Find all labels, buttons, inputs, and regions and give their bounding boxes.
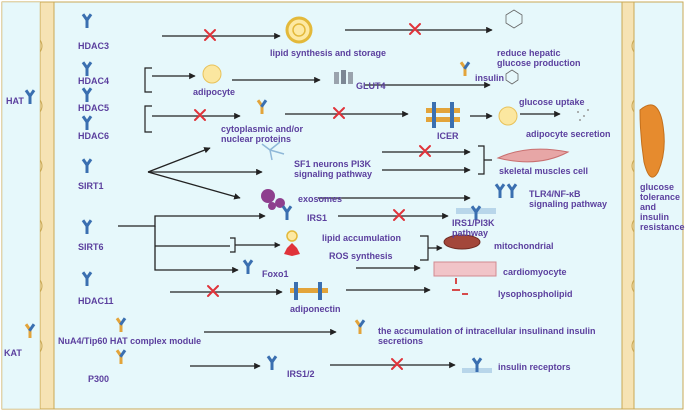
adipocyte-label: adipocyte — [193, 87, 236, 97]
glucose-uptake-label: glucose uptake — [519, 97, 585, 107]
foxo1-label: Foxo1 — [262, 269, 289, 279]
cardiomyocyte-label: cardiomyocyte — [503, 267, 567, 277]
neuron-icon — [261, 141, 285, 161]
accumulation-label: the accumulation of intracellular insuli… — [378, 326, 596, 346]
sirt6-label: SIRT6 — [78, 242, 104, 252]
lipid-accumulation-icon — [286, 230, 298, 242]
cardiomyocyte-icon — [433, 261, 497, 277]
ros-synthesis-label: ROS synthesis — [329, 251, 393, 261]
adiponectin-label: adiponectin — [290, 304, 341, 314]
adipocyte-icon — [202, 64, 222, 84]
irs1-pi3k-icon — [456, 205, 496, 220]
ros-icon — [284, 243, 300, 256]
exosomes-label: exosomes — [298, 194, 343, 204]
skeletal-label: skeletal muscles cell — [499, 166, 589, 176]
pancreas-icon — [639, 104, 665, 178]
block-marks — [194, 23, 431, 370]
adiponectin-icon — [290, 282, 328, 300]
sf1-label: SF1 neurons PI3K signaling pathway — [294, 159, 373, 179]
exosome-icon — [261, 189, 285, 210]
lysophospholipid-icon — [452, 278, 468, 295]
irs1-label: IRS1 — [307, 213, 328, 223]
irs1-pi3k-label: IRS1/PI3K pathway — [452, 218, 495, 238]
adipocyte-secretion-label: adipocyte secretion — [526, 129, 611, 139]
cytoplasmic-label: cytoplasmic and/or nuclear proteins — [221, 124, 304, 144]
icer-label: ICER — [437, 131, 459, 141]
irs12-label: IRS1/2 — [287, 369, 315, 379]
p300-label: P300 — [88, 374, 110, 384]
lipid-droplet-icon — [285, 16, 313, 44]
insulin-label: insulin — [475, 73, 504, 83]
glut4-icon — [334, 70, 353, 84]
hdac5-label: HDAC5 — [78, 103, 110, 113]
adipocyte-secretion-icon — [498, 106, 518, 126]
sirt1-label: SIRT1 — [78, 181, 104, 191]
hdac4-label: HDAC4 — [78, 76, 110, 86]
secretion-dots-icon — [577, 109, 589, 121]
insulin-receptor-membrane-icon — [462, 357, 492, 373]
glut4-label: GLUT4 — [356, 81, 386, 91]
left-outer-region — [2, 2, 40, 409]
glucose-tolerance-label: glucose tolerance and insulin resistance — [640, 182, 685, 232]
mitochondrial-icon — [443, 234, 481, 250]
tlr4-label: TLR4/NF-κB signaling pathway — [529, 189, 608, 209]
insulin-receptors-label: insulin receptors — [498, 362, 571, 372]
reduce-hepatic-label: reduce hepatic glucose production — [497, 48, 581, 68]
lipid-synthesis-label: lipid synthesis and storage — [270, 48, 387, 58]
nua4-label: NuA4/Tip60 HAT complex module — [58, 336, 202, 346]
lysophospholipid-label: lysophospholipid — [498, 289, 573, 299]
hdac11-label: HDAC11 — [78, 296, 114, 306]
hdac3-label: HDAC3 — [78, 41, 110, 51]
right-membrane — [621, 1, 635, 410]
hdac6-label: HDAC6 — [78, 131, 110, 141]
mitochondrial-label: mitochondrial — [494, 241, 554, 251]
lipid-accumulation-label: lipid accumulation — [322, 233, 402, 243]
icer-icon — [426, 102, 460, 128]
muscle-cell-icon — [496, 148, 570, 163]
hat-label: HAT — [6, 96, 24, 106]
glucose-molecule-icon — [505, 9, 523, 85]
kat-label: KAT — [4, 348, 22, 358]
